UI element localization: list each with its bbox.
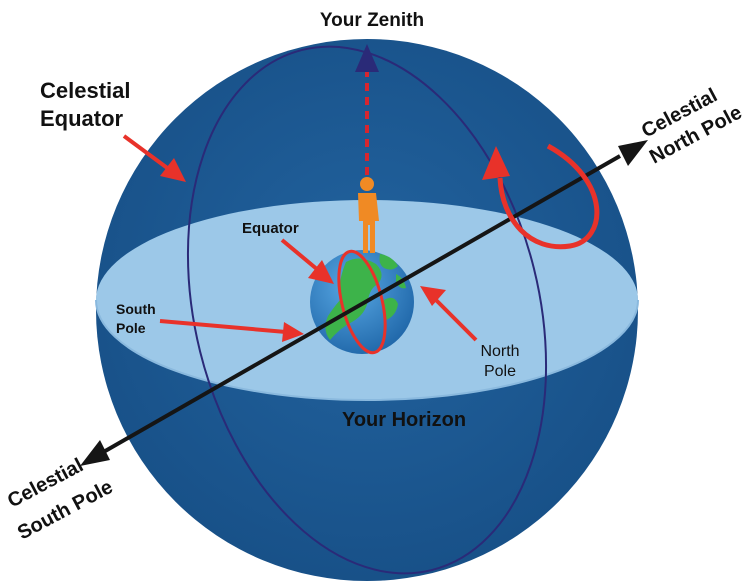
south-pole-arrow-head: [80, 440, 110, 466]
celestial-equator-pointer: [122, 134, 186, 182]
equator-label: Equator: [242, 220, 299, 237]
celestial-equator-label-line2: Equator: [40, 106, 124, 131]
south-pole-label-line1: South: [116, 301, 156, 317]
north-pole-pointer: [420, 286, 478, 342]
south-pole-pointer: [159, 319, 304, 342]
zenith-label: Your Zenith: [320, 10, 424, 31]
north-pole-arrow-head: [618, 140, 648, 166]
celestial-equator-label-line1: Celestial: [40, 78, 131, 103]
meridian-circle: [186, 45, 548, 575]
rotation-arrow-head: [482, 146, 510, 180]
rotation-arrow: [497, 143, 600, 250]
horizon-plane-edge: [95, 299, 639, 401]
zenith-arrow-head: [355, 44, 379, 72]
person-figure: [358, 177, 379, 253]
equator-pointer: [280, 238, 334, 284]
earth: [310, 250, 414, 354]
north-pole-label-line2: Pole: [484, 363, 516, 380]
celestial-axis: [99, 154, 621, 456]
south-pole-label-line2: Pole: [116, 320, 146, 336]
horizon-label: Your Horizon: [342, 409, 466, 431]
earth-equator-line: [337, 249, 387, 355]
north-pole-label-line1: North: [480, 343, 519, 360]
